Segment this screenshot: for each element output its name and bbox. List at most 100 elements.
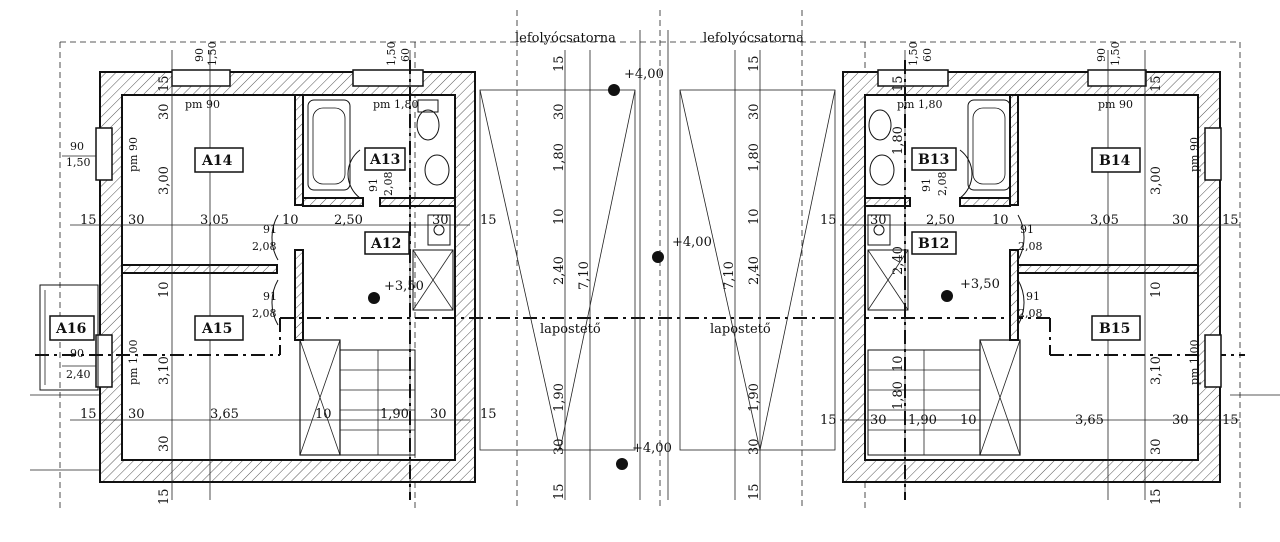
room-b13-box <box>911 147 957 171</box>
window-b-pm180: pm 1,80 <box>897 98 942 111</box>
dim-v-15-m1: 15 <box>552 55 567 72</box>
dim-v-180-m2: 1,80 <box>747 143 762 172</box>
dim-v-310-b: 3,10 <box>1149 356 1164 385</box>
window-a-pm180: pm 1,80 <box>373 98 418 111</box>
dim-v-60-a: 60 <box>399 48 412 62</box>
room-a13-label: A13 <box>369 152 400 168</box>
dim-v-15-b-right: 15 <box>1149 75 1164 92</box>
dim-b-30-right: 30 <box>1172 213 1189 228</box>
door-a13-width: 91 <box>367 178 380 192</box>
unit-a <box>35 50 1245 500</box>
dim-v-300-a: 3,00 <box>157 166 172 195</box>
door-b12-height: 2,08 <box>1018 240 1043 253</box>
dim-v-150-b2: 1,50 <box>1109 42 1122 67</box>
dim-v-90-a: 90 <box>193 48 206 62</box>
dim-v-15-m1-low: 15 <box>552 483 567 500</box>
dim-b-190: 1,90 <box>908 413 937 428</box>
stairs-b <box>867 339 1021 456</box>
door-a13-height: 2,08 <box>382 172 395 197</box>
room-b14-label: B14 <box>1099 153 1131 169</box>
dim-v-15-a: 15 <box>157 75 172 92</box>
stairs-a <box>299 339 416 456</box>
dim-a-15-lower-right: 15 <box>480 407 497 422</box>
room-b12-box <box>911 231 957 255</box>
door-b15-height: 2,08 <box>1018 307 1043 320</box>
room-b13-label: B13 <box>918 152 949 168</box>
dim-v-15-b-low: 15 <box>1149 488 1164 505</box>
dim-v-310-a: 3,10 <box>157 356 172 385</box>
dim-v-60-b: 60 <box>921 48 934 62</box>
room-b12-label: B12 <box>918 236 949 252</box>
dim-a-250: 2,50 <box>334 213 363 228</box>
dim-v-10-m1: 10 <box>552 208 567 225</box>
level-markers <box>368 84 953 470</box>
window-a-left-pm90: pm 90 <box>127 137 140 172</box>
dim-v-30-m2: 30 <box>747 103 762 120</box>
room-a14-label: A14 <box>201 153 233 169</box>
level-bottom: +4,00 <box>632 441 672 456</box>
dim-v-710-m2: 7,10 <box>722 261 737 290</box>
dim-v-150-a: 1,50 <box>206 42 219 67</box>
dim-v-10-a: 10 <box>157 281 172 298</box>
dim-v-240-m1: 2,40 <box>552 256 567 285</box>
dim-v-30-m1-low: 30 <box>552 438 567 455</box>
room-b14-box <box>1091 147 1141 173</box>
room-a12-box <box>364 231 410 255</box>
dim-a-30-upper: 30 <box>128 213 145 228</box>
window-a-pm90: pm 90 <box>185 98 220 111</box>
window-a-left-pm100: pm 1,00 <box>127 340 140 385</box>
level-top: +4,00 <box>624 67 664 82</box>
dim-v-710-m1: 7,10 <box>577 261 592 290</box>
door-b13-width: 91 <box>920 178 933 192</box>
door-a12-width: 91 <box>263 223 277 236</box>
dim-a-win2-90: 90 <box>70 347 84 360</box>
dim-b-15-right: 15 <box>1222 213 1239 228</box>
roof-label-left: lapostető <box>540 322 601 337</box>
unit-b <box>840 50 1240 500</box>
dim-v-150-a2: 1,50 <box>385 42 398 67</box>
room-b15-label: B15 <box>1099 321 1130 337</box>
dim-a-win-90: 90 <box>70 140 84 153</box>
window-b-pm90: pm 90 <box>1098 98 1133 111</box>
dim-b-10-upper: 10 <box>992 213 1009 228</box>
dim-a-15-upper: 15 <box>80 213 97 228</box>
dim-v-30-a-low: 30 <box>157 435 172 452</box>
dim-a-30-lower-right: 30 <box>430 407 447 422</box>
dim-v-190-m1: 1,90 <box>552 383 567 412</box>
dim-b-365: 3,65 <box>1075 413 1104 428</box>
window-b-right-pm90: pm 90 <box>1188 137 1201 172</box>
dim-v-180-m1: 1,80 <box>552 143 567 172</box>
dim-a-10-upper: 10 <box>282 213 299 228</box>
dim-v-190-m2: 1,90 <box>747 383 762 412</box>
dim-b-305: 3,05 <box>1090 213 1119 228</box>
room-a15-box <box>194 315 244 341</box>
dim-a-305: 3,05 <box>200 213 229 228</box>
door-b13-height: 2,08 <box>936 172 949 197</box>
dim-v-240-m2: 2,40 <box>747 256 762 285</box>
room-a13-box <box>364 147 406 171</box>
room-b15-box <box>1091 315 1141 341</box>
room-a16-box <box>49 315 95 341</box>
dim-v-10-b: 10 <box>891 355 906 372</box>
window-b-right-pm100: pm 1,00 <box>1188 340 1201 385</box>
dim-v-15-m2: 15 <box>747 55 762 72</box>
roof-label-right: lapostető <box>710 322 771 337</box>
dim-a-win-150: 1,50 <box>66 156 91 169</box>
dim-v-30-m1: 30 <box>552 103 567 120</box>
dim-a-190: 1,90 <box>380 407 409 422</box>
room-a12-label: A12 <box>370 236 401 252</box>
dim-v-150-b: 1,50 <box>907 42 920 67</box>
room-a14-box <box>194 147 244 173</box>
dim-b-250: 2,50 <box>926 213 955 228</box>
dim-v-300-b: 3,00 <box>1149 166 1164 195</box>
dim-a-30-mid: 30 <box>432 213 449 228</box>
dim-a-win2-240: 2,40 <box>66 368 91 381</box>
dim-v-180-b: 1,80 <box>891 126 906 155</box>
room-a15-label: A15 <box>201 321 232 337</box>
dim-v-30-a: 30 <box>157 103 172 120</box>
vertical-dims: 15 90 1,50 1,50 60 30 3,00 10 3,10 30 15… <box>157 42 1164 506</box>
dim-v-90-b: 90 <box>1095 48 1108 62</box>
dim-a-10-lower: 10 <box>315 407 332 422</box>
door-a15-height: 2,08 <box>252 307 277 320</box>
